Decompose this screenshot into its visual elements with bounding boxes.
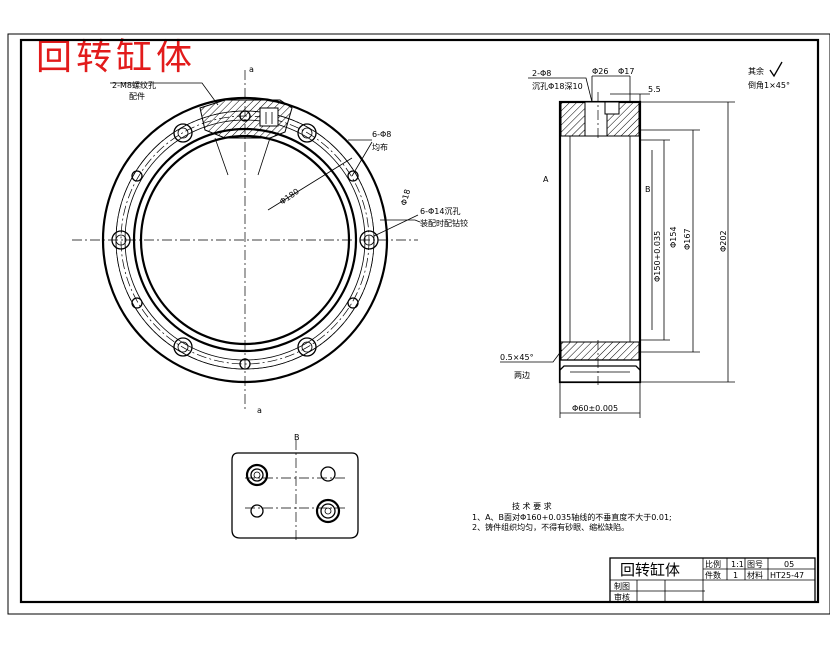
dim-dia: Φ18: [399, 188, 412, 206]
technical-requirements: 技 术 要 求 1、A、B面对Φ160+0.035轴线的不垂直度不大于0.01;…: [472, 501, 672, 532]
dim-width: Φ60±0.005: [572, 404, 618, 413]
note-chamfer: 0.5×45°: [500, 353, 534, 362]
section-view: 2-Φ8 沉孔Φ18深10 Φ26 Φ17 5.5 Φ150+0.035 Φ15…: [500, 61, 790, 418]
dim-5-5: 5.5: [648, 85, 661, 94]
tech-req-item: 1、A、B面对Φ160+0.035轴线的不垂直度不大于0.01;: [472, 512, 672, 522]
counterbore-hole: [173, 123, 193, 143]
dim-26: Φ26: [592, 67, 608, 76]
count-value: 1: [733, 571, 738, 580]
small-hole: [347, 170, 359, 182]
note-small-holes: 6-Φ8: [372, 130, 391, 139]
checked-label: 审核: [614, 592, 630, 602]
dim-150: Φ150+0.035: [653, 231, 662, 282]
small-hole: [239, 358, 251, 370]
datum-b: B: [645, 185, 651, 194]
note-top-holes: 2-Φ8: [532, 69, 551, 78]
small-hole: [347, 297, 359, 309]
counterbore-hole: [359, 230, 379, 250]
drawing-no-value: 05: [784, 560, 794, 569]
counterbore-hole: [111, 230, 131, 250]
count-label: 件数: [705, 570, 721, 580]
scale-label: 比例: [705, 559, 721, 569]
section-label-bottom: a: [257, 406, 262, 415]
note-counterbore: 6-Φ14沉孔: [420, 207, 460, 216]
drawing-title-overlay: 回转缸体: [36, 37, 197, 78]
front-view: a a 2-M8螺纹孔 配件 6-Φ8 均布 6-Φ14沉孔 装配时配钻铰 Φ1…: [72, 65, 468, 415]
counterbore-hole: [297, 123, 317, 143]
small-hole: [131, 170, 143, 182]
small-hole: [131, 297, 143, 309]
dim-167: Φ167: [683, 228, 692, 250]
note-small-holes-sub: 均布: [372, 142, 388, 152]
note-chamfer-sub: 两边: [514, 370, 530, 380]
counterbore-hole: [173, 337, 193, 357]
drawn-label: 制图: [614, 581, 630, 591]
note-top-holes-sub: 沉孔Φ18深10: [532, 82, 583, 91]
title-block: 回转缸体 比例 1:1 图号 05 件数 1 材料 HT25-47 制图 审核: [609, 557, 816, 603]
dim-154: Φ154: [669, 226, 678, 248]
note-tapped-holes: 2-M8螺纹孔: [112, 80, 156, 90]
drawing-no-label: 图号: [747, 560, 763, 569]
dim-pcd: Φ180: [278, 187, 301, 207]
dim-17: Φ17: [618, 67, 634, 76]
tech-req-heading: 技 术 要 求: [512, 501, 552, 511]
sheet-border-outer: [7, 33, 830, 615]
material-label: 材料: [747, 570, 763, 580]
chamfer-note: 倒角1×45°: [748, 80, 790, 90]
detail-label-b: B: [294, 433, 300, 442]
note-tapped-holes-sub: 配件: [129, 91, 145, 101]
roughness-rest: 其余: [748, 66, 764, 76]
datum-a: A: [543, 175, 549, 184]
counterbore-hole: [297, 337, 317, 357]
section-label-top: a: [249, 65, 254, 74]
material-value: HT25-47: [770, 571, 804, 580]
scale-value: 1:1: [731, 560, 744, 569]
tech-req-item: 2、铸件组织均匀，不得有砂眼、缩松缺陷。: [472, 522, 629, 532]
note-counterbore-sub: 装配时配钻铰: [420, 218, 468, 228]
title-block-name: 回转缸体: [620, 561, 680, 579]
dim-202: Φ202: [719, 230, 728, 252]
roughness-icon: [769, 61, 783, 78]
detail-view-b: B: [231, 433, 359, 540]
sheet-border-inner: [19, 38, 820, 604]
